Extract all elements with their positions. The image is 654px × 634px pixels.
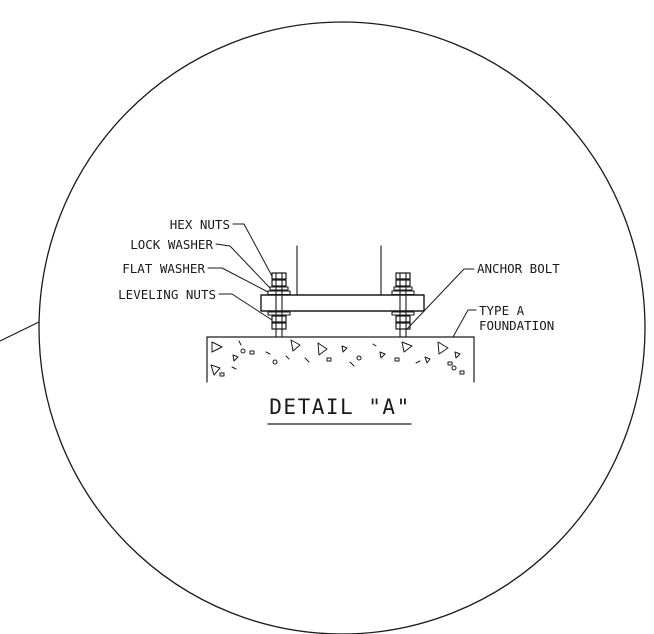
leader-flat-washer: [207, 267, 269, 293]
anchor-bolt-right: [391, 272, 415, 338]
leveling-washer-right: [391, 311, 415, 316]
hex-nut-right-bottom: [395, 279, 411, 287]
label-lock-washer: LOCK WASHER: [130, 237, 213, 252]
leveling-nut-left-bottom: [271, 322, 287, 330]
detail-title: DETAIL "A": [269, 395, 410, 419]
hex-nut-right-top: [395, 272, 411, 280]
lock-washer-left: [269, 286, 289, 291]
label-hex-nuts: HEX NUTS: [170, 217, 230, 232]
label-flat-washer: FLAT WASHER: [122, 261, 205, 276]
detail-leader-line: [0, 321, 40, 342]
flat-washer-left: [267, 290, 291, 296]
leader-foundation: [452, 309, 477, 338]
leader-hex-nuts: [232, 223, 273, 277]
leader-leveling-nuts: [218, 293, 273, 321]
flat-washer-right: [391, 290, 415, 296]
leader-anchor-bolt: [405, 268, 475, 331]
hex-nut-left-top: [271, 272, 287, 280]
leader-lock-washer: [215, 243, 271, 289]
leveling-nut-right-top: [395, 315, 411, 323]
anchor-bolt-left: [267, 272, 291, 338]
concrete-aggregate-hatch: [210, 339, 465, 377]
detail-circle: [38, 21, 646, 634]
label-leveling-nuts: LEVELING NUTS: [118, 287, 216, 302]
base-plate: [260, 294, 425, 312]
concrete-foundation: [206, 336, 475, 383]
leveling-washer-left: [267, 311, 291, 316]
lock-washer-right: [393, 286, 413, 291]
leveling-nut-left-top: [271, 315, 287, 323]
label-foundation-line1: TYPE A: [479, 303, 525, 318]
label-foundation-line2: FOUNDATION: [479, 318, 554, 333]
hex-nut-left-bottom: [271, 279, 287, 287]
label-anchor-bolt: ANCHOR BOLT: [477, 261, 560, 276]
